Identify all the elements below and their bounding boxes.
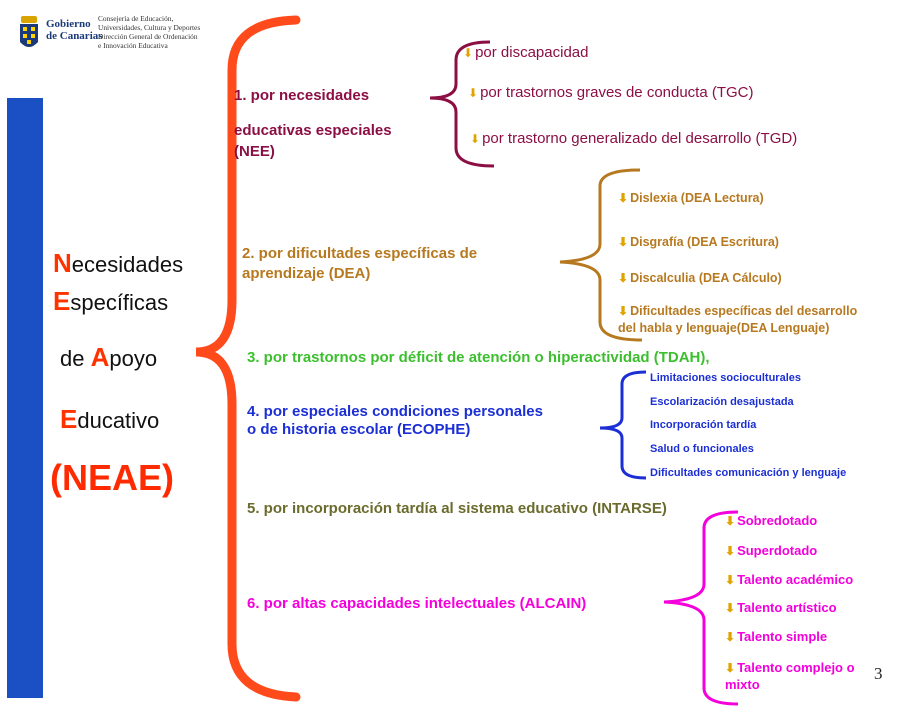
title-line-apoyo: de Apoyo xyxy=(60,342,158,372)
list-item-continuation: del habla y lenguaje(DEA Lenguaje) xyxy=(618,321,830,335)
list-item-continuation: mixto xyxy=(725,677,760,692)
category-nee-line3: (NEE) xyxy=(234,143,275,160)
nee-brace xyxy=(429,40,495,168)
page-number: 3 xyxy=(874,664,883,683)
category-alcain: 6. por altas capacidades intelectuales (… xyxy=(247,595,587,612)
list-item: Dificultades comunicación y lenguaje xyxy=(650,467,847,479)
down-arrow-bullet-icon: ⬇ xyxy=(618,304,629,318)
ecophe-brace xyxy=(599,370,647,480)
category-ecophe-line2: o de historia escolar (ECOPHE) xyxy=(247,421,471,438)
category-tdah: 3. por trastornos por déficit de atenció… xyxy=(247,349,710,366)
list-item: ⬇Sobredotado xyxy=(725,513,818,528)
down-arrow-bullet-icon: ⬇ xyxy=(618,235,629,249)
dea-brace xyxy=(559,168,643,342)
list-item: Limitaciones socioculturales xyxy=(650,372,801,384)
down-arrow-bullet-icon: ⬇ xyxy=(725,661,736,675)
coat-of-arms-icon xyxy=(20,16,38,47)
down-arrow-bullet-icon: ⬇ xyxy=(725,630,736,644)
neae-acronym: (NEAE) xyxy=(50,457,174,498)
category-nee-line2: educativas especiales xyxy=(234,122,392,139)
main-brace xyxy=(195,15,301,702)
list-item: Salud o funcionales xyxy=(650,443,754,455)
down-arrow-bullet-icon: ⬇ xyxy=(725,514,736,528)
down-arrow-bullet-icon: ⬇ xyxy=(470,132,481,146)
category-dea-line2: aprendizaje (DEA) xyxy=(242,265,371,282)
department-name: Consejería de Educación, Universidades, … xyxy=(98,14,201,50)
down-arrow-bullet-icon: ⬇ xyxy=(618,271,629,285)
down-arrow-bullet-icon: ⬇ xyxy=(468,86,479,100)
list-item: ⬇Talento complejo o xyxy=(725,660,855,675)
list-item: ⬇Talento simple xyxy=(725,629,828,644)
category-nee-line1: 1. por necesidades xyxy=(234,87,370,104)
list-item: Incorporación tardía xyxy=(650,419,757,431)
down-arrow-bullet-icon: ⬇ xyxy=(725,573,736,587)
left-blue-bar xyxy=(7,98,43,698)
list-item: ⬇Dificultades específicas del desarrollo xyxy=(618,304,858,318)
list-item: ⬇por discapacidad xyxy=(463,44,589,61)
down-arrow-bullet-icon: ⬇ xyxy=(618,191,629,205)
list-item: ⬇Discalculia (DEA Cálculo) xyxy=(618,271,782,285)
list-item: ⬇Dislexia (DEA Lectura) xyxy=(618,191,764,205)
list-item: ⬇por trastorno generalizado del desarrol… xyxy=(470,130,798,147)
category-intarse: 5. por incorporación tardía al sistema e… xyxy=(247,500,667,517)
alcain-brace xyxy=(663,510,739,706)
list-item: ⬇por trastornos graves de conducta (TGC) xyxy=(468,84,754,101)
gobierno-canarias-logo: Gobierno de Canarias Consejería de Educa… xyxy=(18,14,248,74)
down-arrow-bullet-icon: ⬇ xyxy=(725,544,736,558)
down-arrow-bullet-icon: ⬇ xyxy=(725,601,736,615)
list-item: ⬇Disgrafía (DEA Escritura) xyxy=(618,235,779,249)
title-line-educativo: Educativo xyxy=(60,404,160,434)
category-dea-line1: 2. por dificultades específicas de xyxy=(242,245,478,262)
down-arrow-bullet-icon: ⬇ xyxy=(463,46,474,60)
government-name: Gobierno de Canarias xyxy=(46,18,103,42)
list-item: ⬇Talento artístico xyxy=(725,600,837,615)
list-item: ⬇Talento académico xyxy=(725,572,854,587)
title-line-especificas: Específicas xyxy=(53,286,169,316)
title-line-necesidades: Necesidades xyxy=(53,248,184,278)
list-item: Escolarización desajustada xyxy=(650,396,794,408)
category-ecophe-line1: 4. por especiales condiciones personales xyxy=(247,403,543,420)
list-item: ⬇Superdotado xyxy=(725,543,818,558)
